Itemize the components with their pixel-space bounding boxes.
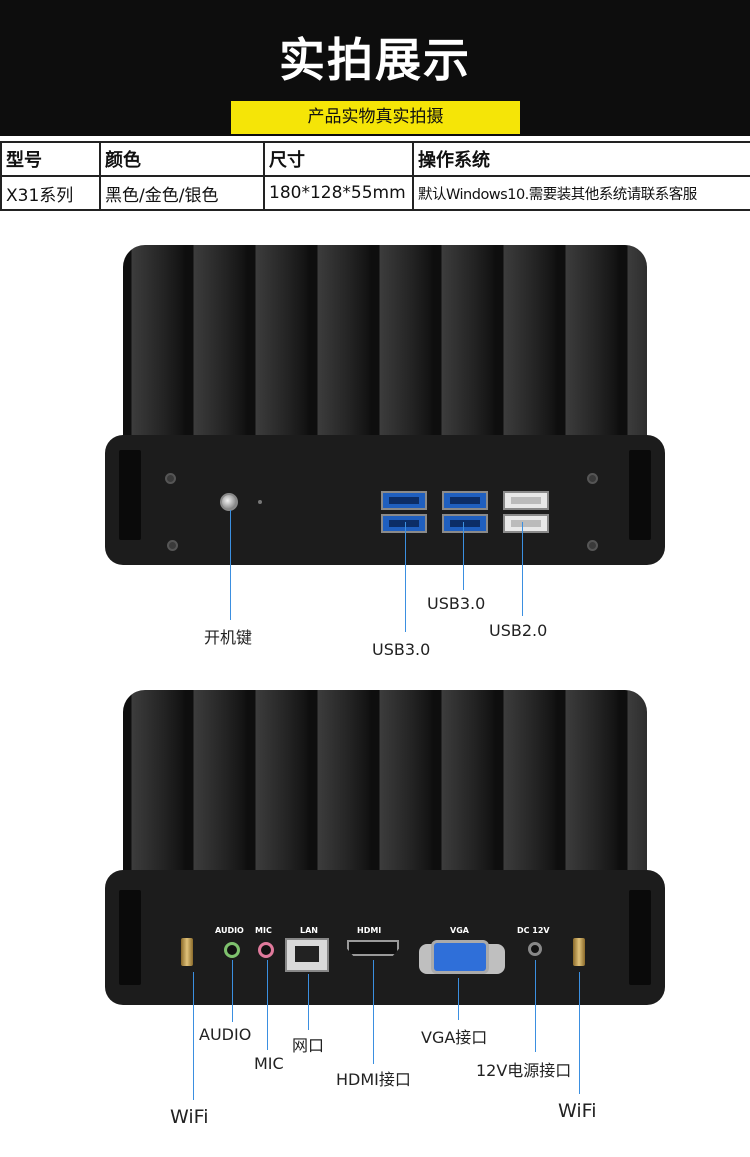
spec-header-model: 型号 [0, 141, 101, 177]
label-power-button: 开机键 [204, 628, 253, 647]
spec-table-header-row: 型号 颜色 尺寸 操作系统 [0, 141, 750, 177]
label-vga: VGA接口 [421, 1028, 488, 1047]
callout-line-wifi-right [579, 972, 580, 1094]
callout-line-vga [458, 978, 459, 1020]
label-usb3-left: USB3.0 [372, 640, 431, 659]
wifi-antenna-connector-left [181, 938, 193, 966]
screw [167, 540, 178, 551]
label-wifi-right: WiFi [558, 1100, 597, 1122]
label-mic: MIC [254, 1054, 284, 1073]
spec-table-row: X31系列 黑色/金色/银色 180*128*55mm 默认Windows10.… [0, 175, 750, 211]
callout-line-mic [267, 960, 268, 1050]
label-usb3-mid: USB3.0 [427, 594, 486, 613]
lan-port [285, 938, 329, 972]
callout-line-power [230, 510, 231, 620]
callout-line-usb3-left [405, 522, 406, 632]
usb3-port [381, 491, 427, 510]
spec-cell-size: 180*128*55mm [263, 175, 414, 211]
hdmi-port [347, 940, 399, 956]
usb3-port [442, 491, 488, 510]
wifi-antenna-connector-right [573, 938, 585, 966]
right-vent [629, 450, 651, 540]
usb2-port [503, 514, 549, 533]
callout-line-wifi-left [193, 972, 194, 1100]
vga-port-mark: VGA [450, 926, 469, 935]
mic-port-mark: MIC [255, 926, 272, 935]
spec-header-color: 颜色 [99, 141, 265, 177]
subtitle-badge: 产品实物真实拍摄 [231, 101, 520, 134]
label-wifi-left: WiFi [170, 1106, 209, 1128]
callout-line-hdmi [373, 960, 374, 1064]
spec-header-size: 尺寸 [263, 141, 414, 177]
device-back-view: AUDIO MIC LAN HDMI VGA DC 12V [105, 690, 665, 1005]
back-panel [105, 870, 665, 1005]
lan-port-mark: LAN [300, 926, 318, 935]
screw [587, 473, 598, 484]
usb2-port [503, 491, 549, 510]
callout-line-usb2 [522, 522, 523, 616]
spec-cell-color: 黑色/金色/银色 [99, 175, 265, 211]
dc-port-mark: DC 12V [517, 926, 550, 935]
label-lan: 网口 [292, 1036, 325, 1055]
page-header: 实拍展示 产品实物真实拍摄 [0, 0, 750, 136]
right-vent [629, 890, 651, 985]
power-button [220, 493, 238, 511]
spec-cell-model: X31系列 [0, 175, 101, 211]
callout-line-audio [232, 960, 233, 1022]
power-led [258, 500, 262, 504]
spec-header-os: 操作系统 [412, 141, 750, 177]
device-front-view [105, 245, 665, 565]
spec-cell-os: 默认Windows10.需要装其他系统请联系客服 [412, 175, 750, 211]
audio-port-mark: AUDIO [215, 926, 244, 935]
usb3-port-pair-mid [442, 491, 488, 535]
left-vent [119, 890, 141, 985]
screw [165, 473, 176, 484]
usb3-port [442, 514, 488, 533]
label-dc: 12V电源接口 [476, 1061, 572, 1080]
screw [587, 540, 598, 551]
callout-line-dc [535, 960, 536, 1052]
label-audio: AUDIO [199, 1025, 252, 1044]
label-usb2: USB2.0 [489, 621, 548, 640]
callout-line-usb3-mid [463, 522, 464, 590]
mic-jack [258, 942, 274, 958]
dc-power-jack [528, 942, 542, 956]
vga-port [431, 940, 489, 974]
usb3-port [381, 514, 427, 533]
usb3-port-pair-left [381, 491, 427, 535]
hdmi-port-mark: HDMI [357, 926, 382, 935]
audio-jack [224, 942, 240, 958]
left-vent [119, 450, 141, 540]
usb2-port-pair [503, 491, 549, 535]
spec-table: 型号 颜色 尺寸 操作系统 X31系列 黑色/金色/银色 180*128*55m… [0, 141, 750, 211]
heatsink-fins-top [123, 245, 647, 445]
heatsink-fins-top [123, 690, 647, 880]
callout-line-lan [308, 974, 309, 1030]
label-hdmi: HDMI接口 [336, 1070, 411, 1089]
page-title: 实拍展示 [279, 33, 471, 87]
